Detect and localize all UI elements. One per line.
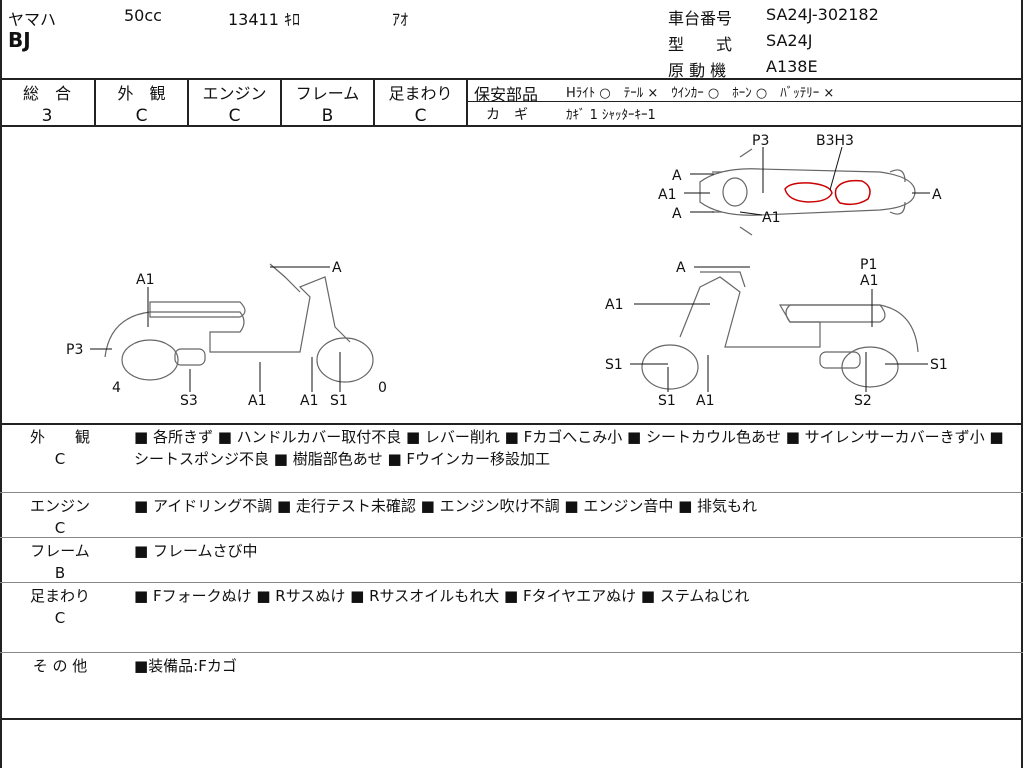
sec-line-4 <box>0 652 1023 653</box>
frame-no: SA24J-302182 <box>766 5 879 24</box>
top-label-p3: P3 <box>752 133 769 149</box>
left-label-a1b2: A1 <box>300 393 318 409</box>
left-body <box>104 276 351 358</box>
top-view-handles <box>739 148 753 236</box>
left-label-a1: A1 <box>136 272 154 288</box>
sec-line-0 <box>0 423 1023 425</box>
damage-diagram: A A1 A P3 B3H3 A A1 A A1 P3 4 S3 A1 A1 S… <box>66 133 948 409</box>
right-label-s1b: S1 <box>658 393 676 409</box>
sec-line-3 <box>0 582 1023 583</box>
type-value: SA24J <box>766 31 813 50</box>
section-suspension-text: ■ Fフォークぬけ ■ Rサスぬけ ■ Rサスオイルもれ大 ■ Fタイヤエアぬけ… <box>134 587 750 605</box>
damage-seat-left <box>784 182 833 203</box>
left-rear-wheel <box>121 339 179 381</box>
top-line-b3h3 <box>829 146 843 191</box>
damage-seat-right <box>834 179 871 206</box>
left-seat <box>149 301 246 318</box>
color: ｱｵ <box>392 10 409 29</box>
sec-line-2 <box>0 537 1023 538</box>
top-label-a2: A <box>672 206 682 222</box>
safety-label: 保安部品 <box>474 85 539 104</box>
left-label-4: 4 <box>112 380 121 396</box>
left-label-p3: P3 <box>66 342 83 358</box>
left-label-0: 0 <box>378 380 387 396</box>
frame-left <box>0 0 2 768</box>
right-rear-wheel <box>841 346 899 388</box>
right-label-a1tr: A1 <box>860 273 878 289</box>
top-view-body <box>699 168 916 216</box>
section-other-label: そ の 他 <box>32 657 88 675</box>
frame-right <box>1021 0 1023 768</box>
grade-sep-2 <box>187 78 189 126</box>
engine-value: A138E <box>766 57 818 76</box>
maker: ヤマハ <box>8 10 57 29</box>
section-frame-text: ■ フレームさび中 <box>134 542 258 560</box>
grade-top-line <box>0 78 1023 80</box>
grade-sep-3 <box>280 78 282 126</box>
section-other-text: ■装備品:Fカゴ <box>134 657 237 675</box>
key-value: ｶｷﾞ 1 ｼｬｯﾀｰｷｰ1 <box>566 108 656 123</box>
right-front-wheel <box>641 344 699 390</box>
right-muffler <box>819 351 861 369</box>
right-seat <box>778 304 886 323</box>
top-line-a1c <box>739 211 763 216</box>
left-label-a: A <box>332 260 342 276</box>
top-label-a1: A <box>672 168 682 184</box>
engine-label: 原 動 機 <box>668 61 727 80</box>
left-label-s1: S1 <box>330 393 348 409</box>
type-label: 型 式 <box>668 35 733 54</box>
top-label-a3: A <box>932 187 942 203</box>
top-label-a1-1: A1 <box>658 187 676 203</box>
top-view-headlight <box>722 177 748 207</box>
sec-line-1 <box>0 492 1023 493</box>
right-label-s1r: S1 <box>930 357 948 373</box>
grade-bottom-line <box>0 125 1023 127</box>
grade-sep-4 <box>373 78 375 126</box>
displacement: 50cc <box>124 6 162 25</box>
sec-line-5 <box>0 718 1023 720</box>
right-label-a1l: A1 <box>605 297 623 313</box>
section-exterior-text: ■ 各所きず ■ ハンドルカバー取付不良 ■ レバー削れ ■ Fカゴへこみ小 ■… <box>134 428 1004 468</box>
key-label: カ ギ <box>486 107 528 123</box>
right-label-s1l: S1 <box>605 357 623 373</box>
right-label-s2: S2 <box>854 393 872 409</box>
frame-no-label: 車台番号 <box>668 9 733 28</box>
top-label-a1-2: A1 <box>762 210 780 226</box>
section-engine-text: ■ アイドリング不調 ■ 走行テスト未確認 ■ エンジン吹け不調 ■ エンジン音… <box>134 497 758 515</box>
right-label-p1: P1 <box>860 257 877 273</box>
safety-items: Hﾗｲﾄ ○ ﾃｰﾙ × ｳｲﾝｶｰ ○ ﾎｰﾝ ○ ﾊﾞｯﾃﾘｰ × <box>566 86 835 101</box>
top-view-mirrors <box>712 171 722 213</box>
left-handle <box>269 263 301 293</box>
left-label-a1b1: A1 <box>248 393 266 409</box>
model-name: BJ <box>8 28 31 52</box>
left-muffler <box>174 348 206 366</box>
left-label-s3: S3 <box>180 393 198 409</box>
mileage: 13411 ｷﾛ <box>228 10 300 29</box>
top-view-tail <box>889 169 906 215</box>
grade-sep-5 <box>466 78 468 126</box>
top-label-b3h3: B3H3 <box>816 133 854 149</box>
right-label-a: A <box>676 260 686 276</box>
right-body <box>679 276 919 353</box>
left-front-wheel <box>316 337 374 383</box>
grade-sep-1 <box>94 78 96 126</box>
safety-mid-line <box>467 101 1023 102</box>
right-label-a1b: A1 <box>696 393 714 409</box>
right-handle <box>700 271 746 288</box>
